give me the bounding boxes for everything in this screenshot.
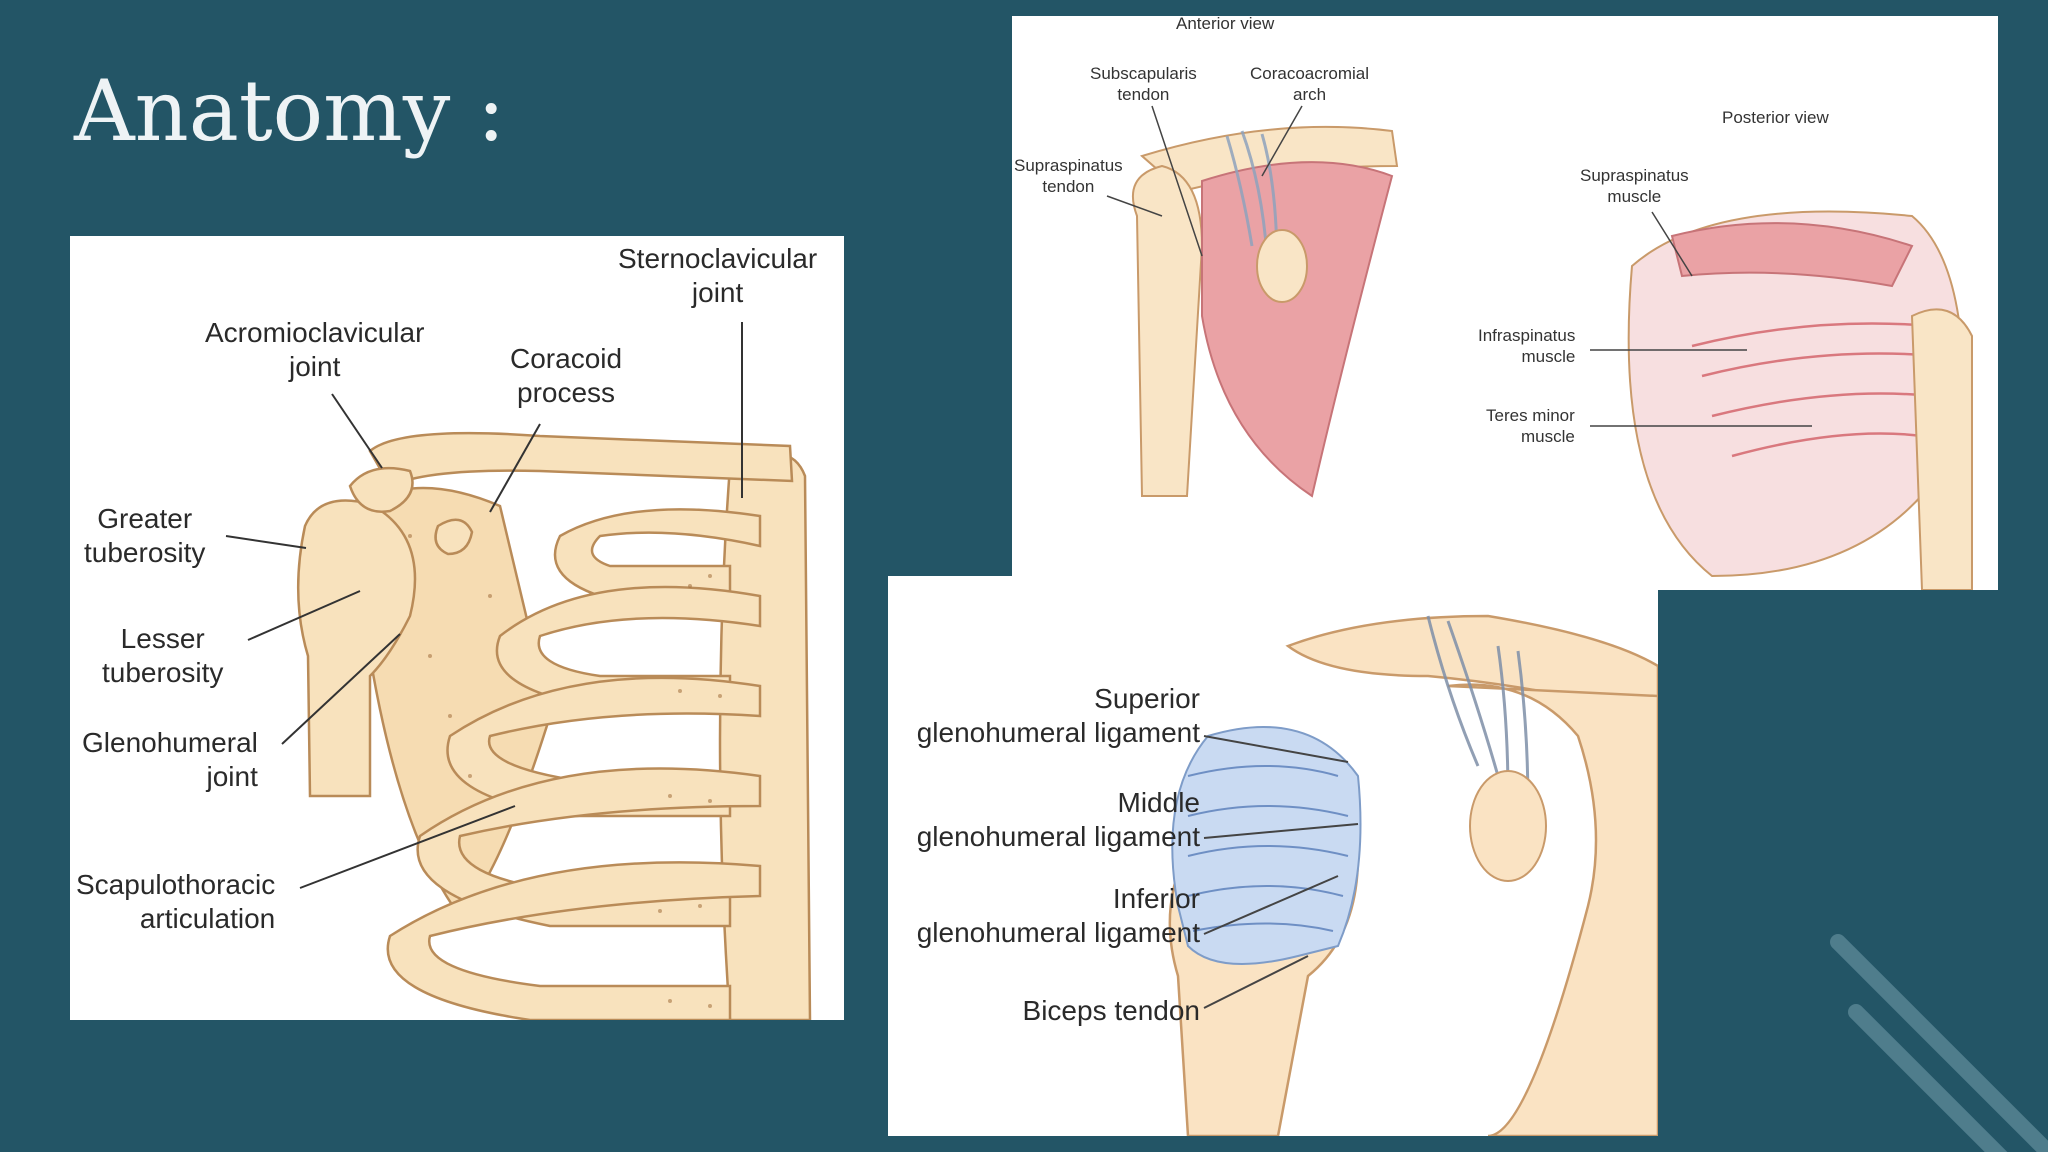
label-biceps-tendon: Biceps tendon	[1022, 995, 1200, 1026]
rotator-cuff-illustration: Anterior view Subscapularis tendon Corac…	[1012, 16, 1998, 590]
label-posterior-view: Posterior view	[1722, 108, 1829, 127]
label-middle-glenohumeral-ligament: Middle glenohumeral ligament	[916, 787, 1200, 853]
label-glenohumeral-joint: Glenohumeral joint	[82, 727, 258, 793]
label-superior-glenohumeral-ligament: Superior glenohumeral ligament	[916, 683, 1200, 749]
label-scapulothoracic-articulation: Scapulothoracic articulation	[76, 869, 276, 935]
label-teres-minor-muscle: Teres minor muscle	[1486, 406, 1575, 446]
label-supraspinatus-muscle: Supraspinatus muscle	[1580, 166, 1689, 206]
label-sternoclavicular-joint: Sternoclavicular joint	[618, 243, 818, 309]
glenohumeral-ligament-illustration: Superior glenohumeral ligament Middle gl…	[888, 576, 1658, 1136]
decorative-stripes	[1830, 934, 2048, 1152]
label-infraspinatus-muscle: Infraspinatus muscle	[1478, 326, 1576, 366]
label-greater-tuberosity: Greater tuberosity	[84, 503, 206, 569]
label-coracoacromial-arch: Coracoacromial arch	[1250, 64, 1370, 104]
glenohumeral-ligament-drawing	[1168, 614, 1658, 1136]
shoulder-girdle-illustration: Sternoclavicular joint Acromioclavicular…	[70, 236, 844, 1020]
shoulder-girdle-drawing	[225, 322, 812, 1020]
label-coracoid-process: Coracoid process	[510, 343, 623, 409]
label-lesser-tuberosity: Lesser tuberosity	[102, 623, 224, 689]
rotator-cuff-drawing	[1106, 105, 1973, 590]
label-anterior-view: Anterior view	[1176, 16, 1275, 33]
label-inferior-glenohumeral-ligament: Inferior glenohumeral ligament	[916, 883, 1200, 949]
label-acromioclavicular-joint: Acromioclavicular joint	[205, 317, 425, 383]
label-supraspinatus-tendon: Supraspinatus tendon	[1014, 156, 1123, 196]
label-subscapularis-tendon: Subscapularis tendon	[1090, 64, 1197, 104]
slide-title: Anatomy :	[74, 62, 506, 160]
